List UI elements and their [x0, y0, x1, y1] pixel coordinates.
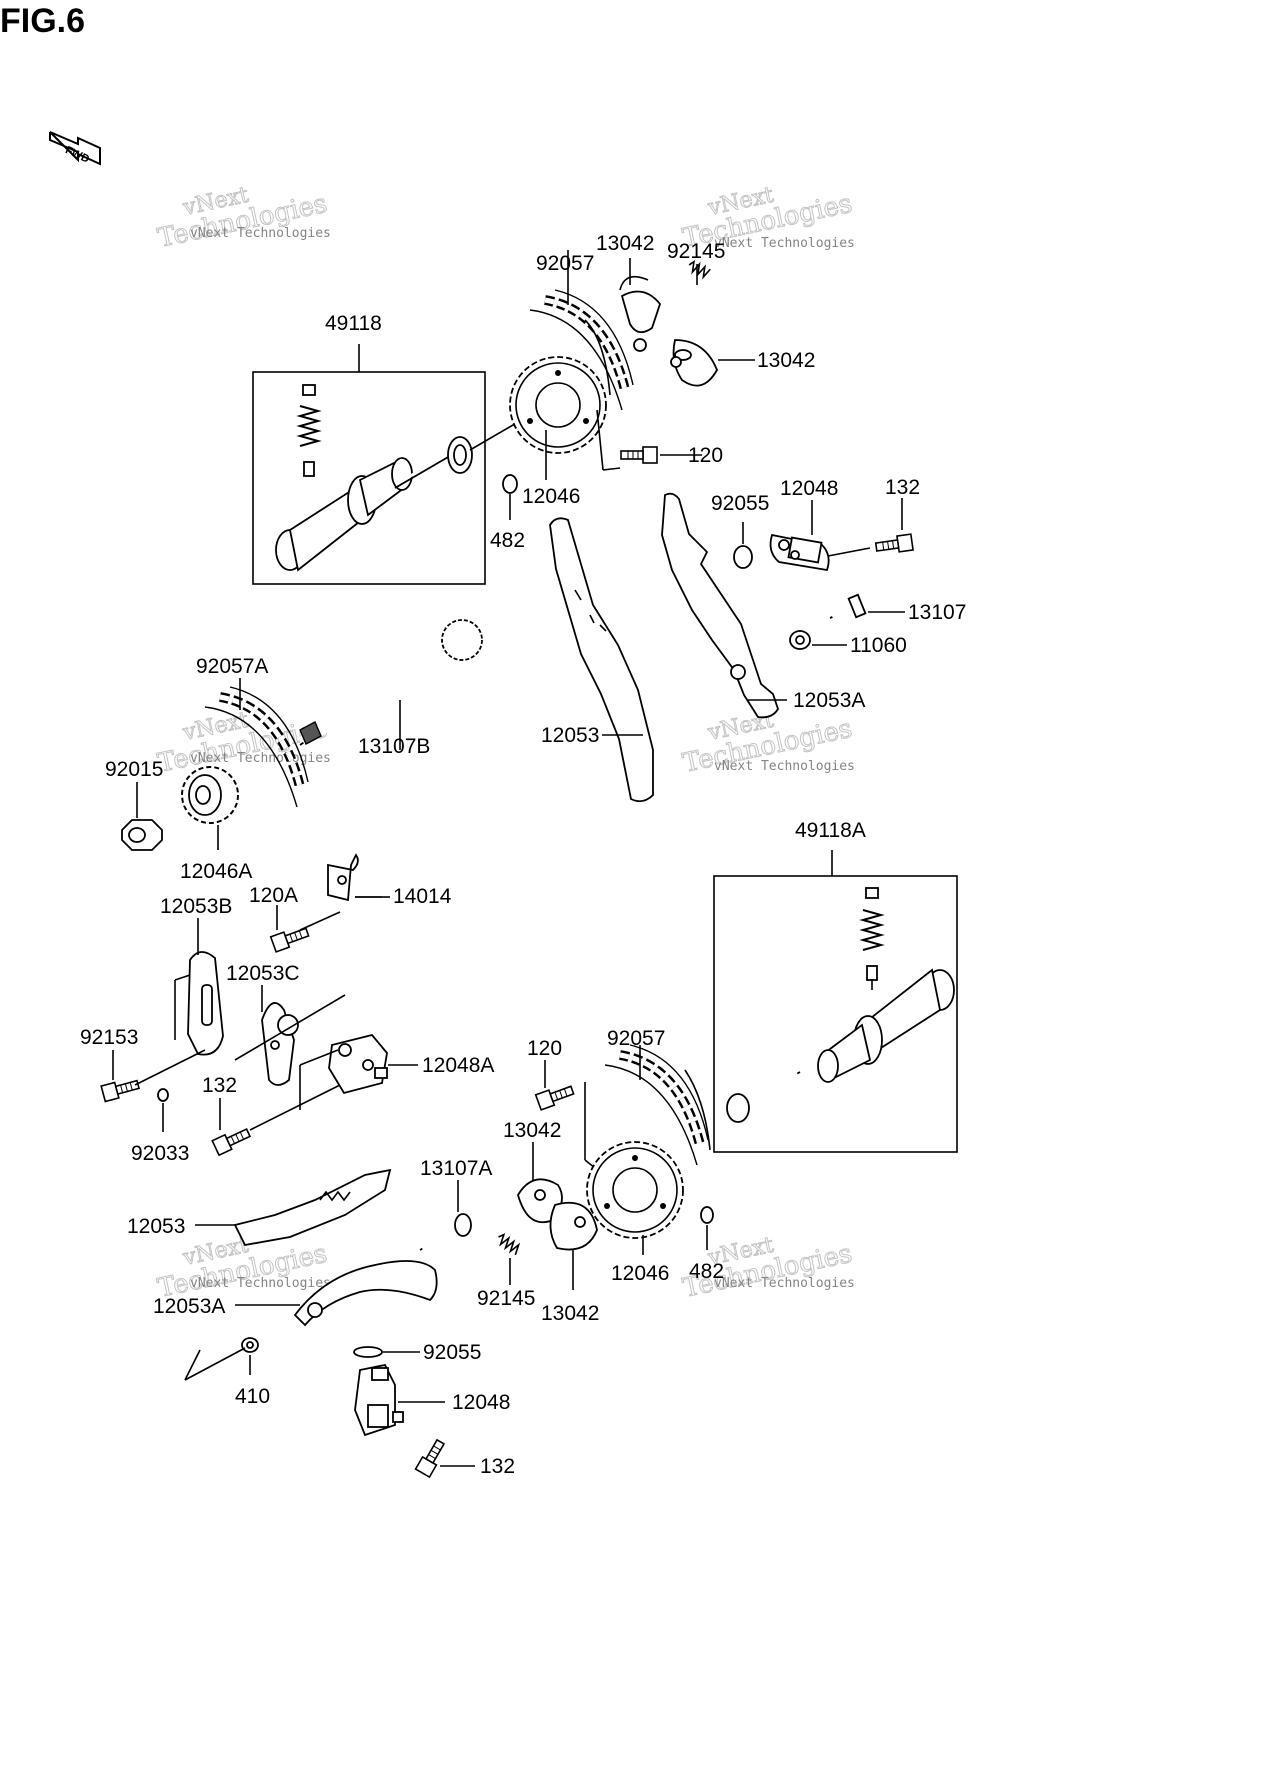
label-482-top: 482: [490, 529, 525, 552]
label-12053A-bot: 12053A: [153, 1295, 225, 1318]
label-92033: 92033: [131, 1142, 189, 1165]
label-13107B: 13107B: [358, 735, 430, 758]
svg-text:vNext Technologies: vNext Technologies: [714, 236, 855, 251]
label-49118A: 49118A: [795, 819, 866, 842]
label-13042-right: 13042: [757, 349, 815, 372]
label-92055-top: 92055: [711, 492, 769, 515]
part-12048-top-tensioner: [769, 533, 830, 572]
label-12046A: 12046A: [180, 860, 252, 883]
part-92153-bolt: [100, 1075, 141, 1103]
label-11060: 11060: [850, 634, 907, 657]
box-49118: [252, 371, 486, 585]
fwd-arrow-icon: FWD: [49, 131, 101, 166]
part-49118-camshaft: [275, 384, 473, 571]
label-13042-bot-a: 13042: [503, 1119, 561, 1142]
part-132-top-bolt: [874, 533, 914, 556]
label-49118: 49118: [325, 312, 382, 335]
label-12053-top: 12053: [541, 724, 599, 747]
label-12053B: 12053B: [160, 895, 232, 918]
part-92145-bot-spring: [498, 1233, 521, 1256]
label-120-top: 120: [688, 444, 723, 467]
label-12053-bot: 12053: [127, 1215, 185, 1238]
part-132-mid-bolt: [211, 1124, 253, 1157]
part-132-bot-bolt: [414, 1437, 449, 1478]
watermark-4: vNext Technologies vNext Technologies: [680, 707, 856, 779]
part-12046-bot: [586, 1141, 684, 1239]
figure-title: FIG.6: [0, 2, 86, 40]
label-13107A: 13107A: [420, 1157, 492, 1180]
svg-text:vNext Technologies: vNext Technologies: [190, 751, 331, 766]
part-14014-plate: [327, 853, 359, 902]
label-92015: 92015: [105, 758, 163, 781]
label-92153: 92153: [80, 1026, 138, 1049]
label-92057A: 92057A: [196, 655, 268, 678]
part-13042-bot: [517, 1178, 598, 1251]
part-482-top-oring: [502, 474, 518, 494]
part-92057-chain-top: [530, 290, 633, 410]
part-13107A-pin: [419, 1213, 472, 1252]
part-12053B-bracket: [187, 951, 224, 1056]
label-92057-top: 92057: [536, 252, 594, 275]
watermark-1: vNext Technologies vNext Technologies: [155, 182, 331, 254]
part-12048A-tensioner: [328, 1033, 388, 1095]
part-12046A-gear: [181, 766, 239, 824]
part-92015-nut: [121, 819, 163, 851]
label-92055-bot: 92055: [423, 1341, 481, 1364]
watermark-2: vNext Technologies vNext Technologies: [680, 182, 856, 254]
part-12053-top-guide: [549, 517, 654, 803]
part-12053A-top-guide: [661, 492, 779, 719]
part-482-bot-oring: [700, 1206, 714, 1224]
part-13107-pin: [829, 593, 867, 620]
svg-text:vNext Technologies: vNext Technologies: [714, 1276, 855, 1291]
part-12053-bot-guide: [233, 1168, 392, 1247]
part-12046-top: [509, 356, 607, 454]
label-12046-bot: 12046: [611, 1262, 669, 1285]
label-13042-top: 13042: [596, 232, 654, 255]
svg-text:vNext Technologies: vNext Technologies: [190, 1276, 331, 1291]
label-12053A-top: 12053A: [793, 689, 865, 712]
svg-text:vNext Technologies: vNext Technologies: [190, 226, 331, 241]
label-12048A: 12048A: [422, 1054, 494, 1077]
part-49118A-camshaft: [726, 887, 955, 1123]
part-92057-chain-bot: [605, 1045, 710, 1165]
label-12046-top: 12046: [522, 485, 580, 508]
part-12048-bot-tensioner: [354, 1363, 404, 1437]
box-49118A: [713, 875, 958, 1153]
label-13107: 13107: [908, 601, 966, 624]
label-120A: 120A: [249, 884, 298, 907]
label-132-top: 132: [885, 476, 920, 499]
label-92145-top: 92145: [667, 240, 725, 263]
part-13042-top: [619, 275, 718, 387]
part-13107B-shaft: [299, 619, 483, 747]
label-12048-top: 12048: [780, 477, 838, 500]
label-482-bot: 482: [689, 1260, 724, 1283]
part-92055-bot-oring: [353, 1346, 383, 1358]
label-13042-bot-b: 13042: [541, 1302, 599, 1325]
label-410: 410: [235, 1385, 270, 1408]
label-12048-bot: 12048: [452, 1391, 510, 1414]
label-92145-bot: 92145: [477, 1287, 535, 1310]
label-132-bot: 132: [480, 1455, 515, 1478]
part-12053A-bot-guide: [293, 1260, 438, 1327]
watermark-5: vNext Technologies vNext Technologies: [155, 1232, 331, 1304]
part-120-bot-bolt: [534, 1081, 576, 1111]
label-14014: 14014: [393, 885, 452, 908]
part-92033-ring: [157, 1088, 169, 1102]
label-92057-bot: 92057: [607, 1027, 665, 1050]
label-132-mid: 132: [202, 1074, 237, 1097]
part-12053C-bracket: [261, 1002, 299, 1086]
part-92055-top-oring: [733, 545, 753, 569]
label-120-bot: 120: [527, 1037, 562, 1060]
label-12053C: 12053C: [226, 962, 300, 985]
svg-text:vNext Technologies: vNext Technologies: [714, 759, 855, 774]
part-120-top-bolt: [620, 446, 658, 464]
part-92145-top-spring: [688, 259, 711, 280]
